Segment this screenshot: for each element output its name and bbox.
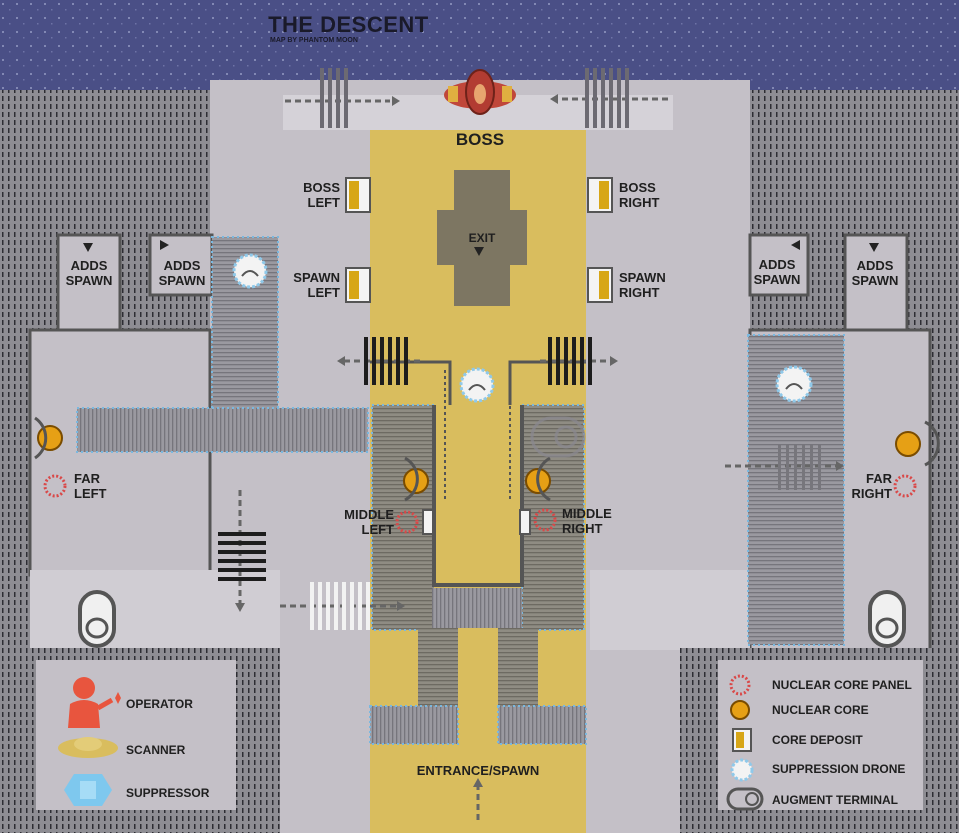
- deposit-spawn-left-label: SPAWN LEFT: [293, 270, 340, 300]
- panel-middle-left-label: MIDDLE LEFT: [344, 507, 394, 537]
- legend-nuclear-core-panel: NUCLEAR CORE PANEL: [772, 678, 912, 692]
- adds-spawn-4: ADDS SPAWN: [851, 258, 899, 288]
- deposit-boss-left-label: BOSS LEFT: [303, 180, 340, 210]
- legend-nuclear-core: NUCLEAR CORE: [772, 703, 869, 717]
- map-title: THE DESCENT: [268, 12, 429, 37]
- exit-label: EXIT: [468, 231, 496, 245]
- suppressor-icon: [64, 774, 112, 806]
- adds-spawn-3: ADDS SPAWN: [753, 257, 801, 287]
- scanner-icon: [58, 737, 118, 758]
- operator-icon: [68, 677, 121, 728]
- adds-spawn-2: ADDS SPAWN: [158, 258, 206, 288]
- boss-ship-icon: [444, 69, 516, 115]
- panel-far-left-label: FAR LEFT: [74, 471, 107, 501]
- panel-far-right-label: FAR RIGHT: [851, 471, 892, 501]
- adds-spawn-1: ADDS SPAWN: [65, 258, 113, 288]
- legend-suppression-drone: SUPPRESSION DRONE: [772, 762, 906, 776]
- legend-augment-terminal: AUGMENT TERMINAL: [772, 793, 898, 807]
- boss-label: BOSS: [455, 130, 505, 149]
- panel-middle-right-label: MIDDLE RIGHT: [562, 506, 612, 536]
- legend-core-deposit: CORE DEPOSIT: [772, 733, 863, 747]
- deposit-boss-right-label: BOSS RIGHT: [619, 180, 660, 210]
- legend-suppressor: SUPPRESSOR: [126, 786, 210, 800]
- deposit-spawn-right-label: SPAWN RIGHT: [619, 270, 666, 300]
- map-subtitle: MAP BY PHANTOM MOON: [270, 37, 358, 44]
- legend-scanner: SCANNER: [126, 743, 186, 757]
- legend-operator: OPERATOR: [126, 697, 193, 711]
- entrance-label: ENTRANCE/SPAWN: [416, 763, 540, 778]
